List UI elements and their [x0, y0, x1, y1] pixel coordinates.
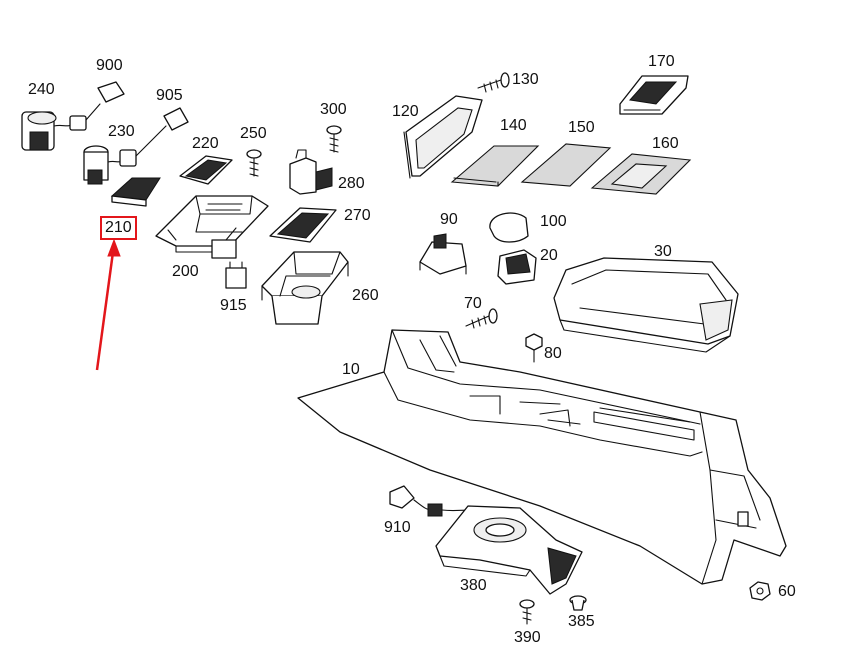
label-140: 140: [500, 117, 527, 134]
part-250-screw: [246, 149, 262, 177]
part-905-connector: [163, 107, 189, 131]
part-20-module: [497, 249, 537, 285]
part-390-screw: [519, 599, 535, 625]
label-910: 910: [384, 519, 411, 536]
part-270-mat: [269, 207, 337, 243]
part-280-bracket: [289, 149, 333, 195]
label-10: 10: [342, 361, 360, 378]
part-120-frame: [403, 95, 483, 179]
part-90-bracket: [419, 233, 467, 275]
label-30: 30: [654, 243, 672, 260]
label-170: 170: [648, 53, 675, 70]
label-210-highlighted: 210: [100, 216, 137, 240]
part-150-panel: [520, 143, 612, 187]
label-915: 915: [220, 297, 247, 314]
callout-arrow: [95, 238, 121, 371]
part-230-socket: [83, 125, 167, 185]
part-380-charger: [413, 499, 583, 595]
label-60: 60: [778, 583, 796, 600]
label-200: 200: [172, 263, 199, 280]
part-260-bin: [261, 251, 349, 325]
part-300-screw: [326, 125, 342, 153]
label-905: 905: [156, 87, 183, 104]
part-220-mat: [179, 155, 233, 185]
label-260: 260: [352, 287, 379, 304]
label-70: 70: [464, 295, 482, 312]
part-240-socket: [21, 103, 101, 151]
label-160: 160: [652, 135, 679, 152]
label-120: 120: [392, 103, 419, 120]
label-150: 150: [568, 119, 595, 136]
part-70-screw: [465, 308, 498, 329]
label-250: 250: [240, 125, 267, 142]
label-220: 220: [192, 135, 219, 152]
label-100: 100: [540, 213, 567, 230]
part-385-clip: [569, 595, 587, 611]
label-230: 230: [108, 123, 135, 140]
label-900: 900: [96, 57, 123, 74]
part-130-screw: [477, 72, 510, 93]
label-380: 380: [460, 577, 487, 594]
part-140-panel: [450, 145, 540, 187]
label-130: 130: [512, 71, 539, 88]
part-915-connector: [225, 261, 247, 289]
part-60-nut: [749, 581, 771, 601]
part-100-knob: [489, 212, 529, 243]
part-170-trim: [619, 75, 689, 115]
part-200-cupholder: [155, 195, 269, 259]
part-900-connector: [97, 81, 125, 103]
part-160-panel: [590, 153, 692, 195]
label-270: 270: [344, 207, 371, 224]
label-300: 300: [320, 101, 347, 118]
label-390: 390: [514, 629, 541, 646]
part-210-tray: [110, 177, 161, 207]
label-80: 80: [544, 345, 562, 362]
label-90: 90: [440, 211, 458, 228]
label-280: 280: [338, 175, 365, 192]
part-80-bolt: [525, 333, 543, 363]
label-240: 240: [28, 81, 55, 98]
label-385: 385: [568, 613, 595, 630]
part-10-console: [297, 329, 787, 585]
part-30-armrest: [553, 257, 739, 353]
label-20: 20: [540, 247, 558, 264]
part-910-connector: [389, 485, 415, 509]
